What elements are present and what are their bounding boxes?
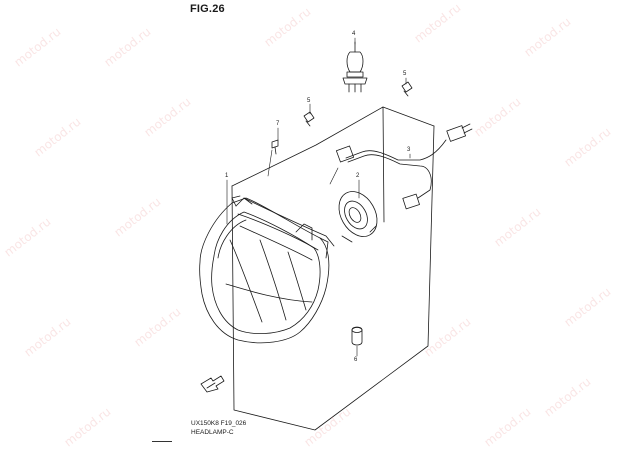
callout-number: 5 xyxy=(307,98,311,104)
callout-number: 4 xyxy=(352,31,356,37)
callout-number: 2 xyxy=(356,173,360,179)
assembly-box xyxy=(231,106,435,431)
front-arrow-icon xyxy=(200,375,225,393)
halogen-bulb xyxy=(342,41,368,93)
figure-name: HEADLAMP-C xyxy=(191,429,234,436)
leader-lines xyxy=(226,37,411,357)
callout-number: 1 xyxy=(225,173,229,179)
adjuster-screw xyxy=(271,139,279,155)
callout-number: 5 xyxy=(403,71,407,77)
position-bulb-right xyxy=(401,81,413,97)
scale-bar xyxy=(152,441,172,442)
callout-number: 6 xyxy=(354,357,358,363)
callout-number: 3 xyxy=(407,147,411,153)
figure-code: UX150K8 F19_026 xyxy=(191,420,247,427)
position-bulb-left xyxy=(303,111,315,127)
figure-title: FIG.26 xyxy=(190,3,225,15)
wiring-harness xyxy=(335,123,473,210)
grommet-cap xyxy=(351,326,363,346)
callout-number: 7 xyxy=(276,121,280,127)
headlamp-housing xyxy=(199,195,335,344)
bulb-socket xyxy=(338,191,378,243)
